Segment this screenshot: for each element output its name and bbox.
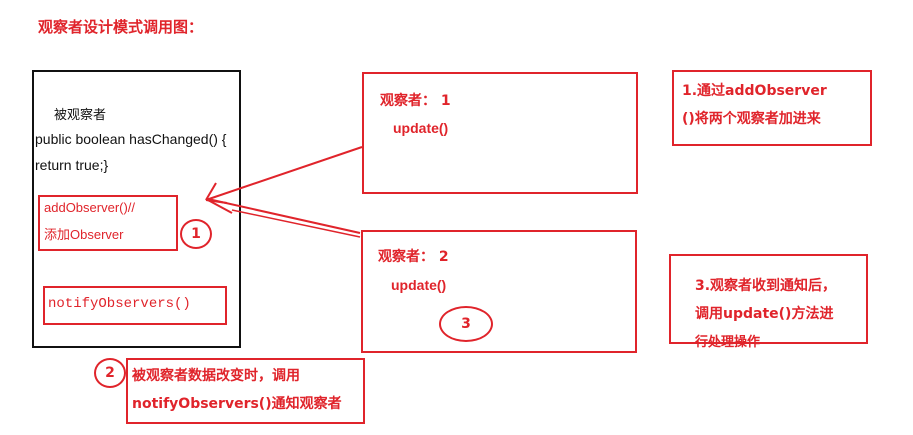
observer-1-title: 观察者： 1 bbox=[380, 93, 451, 109]
observer-1-box bbox=[362, 72, 638, 194]
note-1-box bbox=[672, 70, 872, 146]
step-marker-2: 2 bbox=[94, 358, 126, 388]
subject-label: 被观察者 bbox=[54, 108, 107, 123]
arrow-observer-1-head-upper bbox=[205, 182, 217, 201]
note-3-box bbox=[669, 254, 868, 344]
subject-box bbox=[32, 70, 241, 348]
diagram-title: 观察者设计模式调用图： bbox=[38, 18, 204, 36]
step-marker-1: 1 bbox=[180, 219, 212, 249]
notify-observers-box bbox=[43, 286, 227, 325]
arrow-observer-1-to-subject bbox=[205, 146, 363, 201]
note-1-line-1: 1.通过addObserver bbox=[682, 83, 827, 99]
arrow-observer-2-to-subject bbox=[207, 198, 361, 234]
note-1-line-2: ()将两个观察者加进来 bbox=[682, 111, 821, 127]
observer-2-title: 观察者： 2 bbox=[378, 249, 449, 265]
note-3-line-3: 行处理操作 bbox=[695, 335, 761, 350]
arrow-observer-2-parallel bbox=[231, 209, 361, 238]
step-marker-3: 3 bbox=[439, 306, 493, 342]
notify-observers-text: notifyObservers() bbox=[48, 296, 191, 312]
return-true-code-line: return true;} bbox=[35, 157, 109, 173]
note-3-line-1: 3.观察者收到通知后， bbox=[695, 278, 837, 294]
add-observer-comment: 添加Observer bbox=[44, 227, 124, 242]
note-3-line-2: 调用update()方法进 bbox=[695, 306, 834, 322]
add-observer-box bbox=[38, 195, 178, 251]
note-2-line-1: 被观察者数据改变时，调用 bbox=[132, 368, 300, 384]
add-observer-text: addObserver()// bbox=[44, 200, 136, 215]
note-2-box bbox=[126, 358, 365, 424]
observer-2-box bbox=[361, 230, 637, 353]
has-changed-code-line: public boolean hasChanged() { bbox=[35, 131, 227, 147]
note-2-line-2: notifyObservers()通知观察者 bbox=[132, 396, 342, 412]
observer-2-update: update() bbox=[391, 277, 447, 293]
observer-1-update: update() bbox=[393, 120, 449, 136]
arrow-observer-2-head bbox=[205, 198, 233, 214]
